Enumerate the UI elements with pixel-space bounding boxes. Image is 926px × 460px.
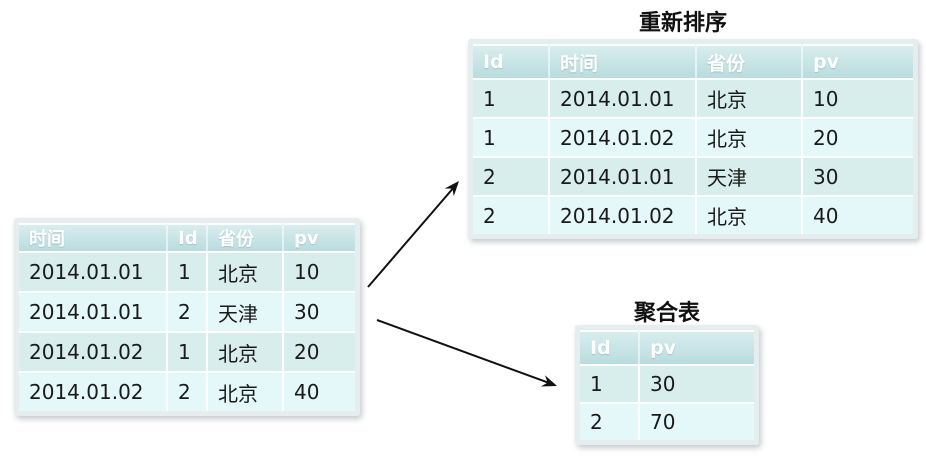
sorted-table-title: 重新排序 [638,11,727,36]
column-header: Id [473,44,548,78]
table-cell: 20 [801,117,913,156]
table-cell: 40 [801,195,913,234]
table-cell: 北京 [695,78,801,117]
aggregate-table-title: 聚合表 [633,301,700,326]
table-cell: 天津 [206,291,282,331]
table-cell: 2014.01.01 [548,78,695,117]
table-cell: 1 [166,251,206,291]
arrow-to-aggregate-table [376,319,557,387]
table-cell: 10 [282,251,355,291]
table-cell: 2014.01.02 [19,371,166,411]
table-cell: 1 [473,117,548,156]
table-cell: 2014.01.01 [19,251,166,291]
column-header: Id [166,223,206,251]
column-header: Id [580,330,638,364]
table-cell: 1 [473,78,548,117]
table-cell: 30 [282,291,355,331]
table-cell: 40 [282,371,355,411]
table-cell: 30 [801,156,913,195]
table-cell: 30 [638,364,754,402]
table-cell: 天津 [695,156,801,195]
table-cell: 2 [166,291,206,331]
table-cell: 2 [473,195,548,234]
table-cell: 2 [166,371,206,411]
table-cell: 1 [580,364,638,402]
table-cell: 北京 [695,195,801,234]
column-header: 时间 [548,44,695,78]
column-header: pv [801,44,913,78]
table-cell: 1 [166,331,206,371]
table-cell: 2014.01.02 [548,195,695,234]
column-header: 省份 [695,44,801,78]
table-cell: 北京 [206,251,282,291]
table-cell: 2 [580,402,638,440]
table-cell: 10 [801,78,913,117]
table-cell: 2 [473,156,548,195]
column-header: pv [638,330,754,364]
table-cell: 北京 [206,371,282,411]
table-cell: 北京 [695,117,801,156]
table-cell: 20 [282,331,355,371]
table-cell: 北京 [206,331,282,371]
column-header: 省份 [206,223,282,251]
arrow-to-sorted-table [367,181,459,288]
table-cell: 70 [638,402,754,440]
table-cell: 2014.01.01 [548,156,695,195]
table-cell: 2014.01.02 [548,117,695,156]
column-header: pv [282,223,355,251]
column-header: 时间 [19,223,166,251]
table-cell: 2014.01.02 [19,331,166,371]
table-cell: 2014.01.01 [19,291,166,331]
